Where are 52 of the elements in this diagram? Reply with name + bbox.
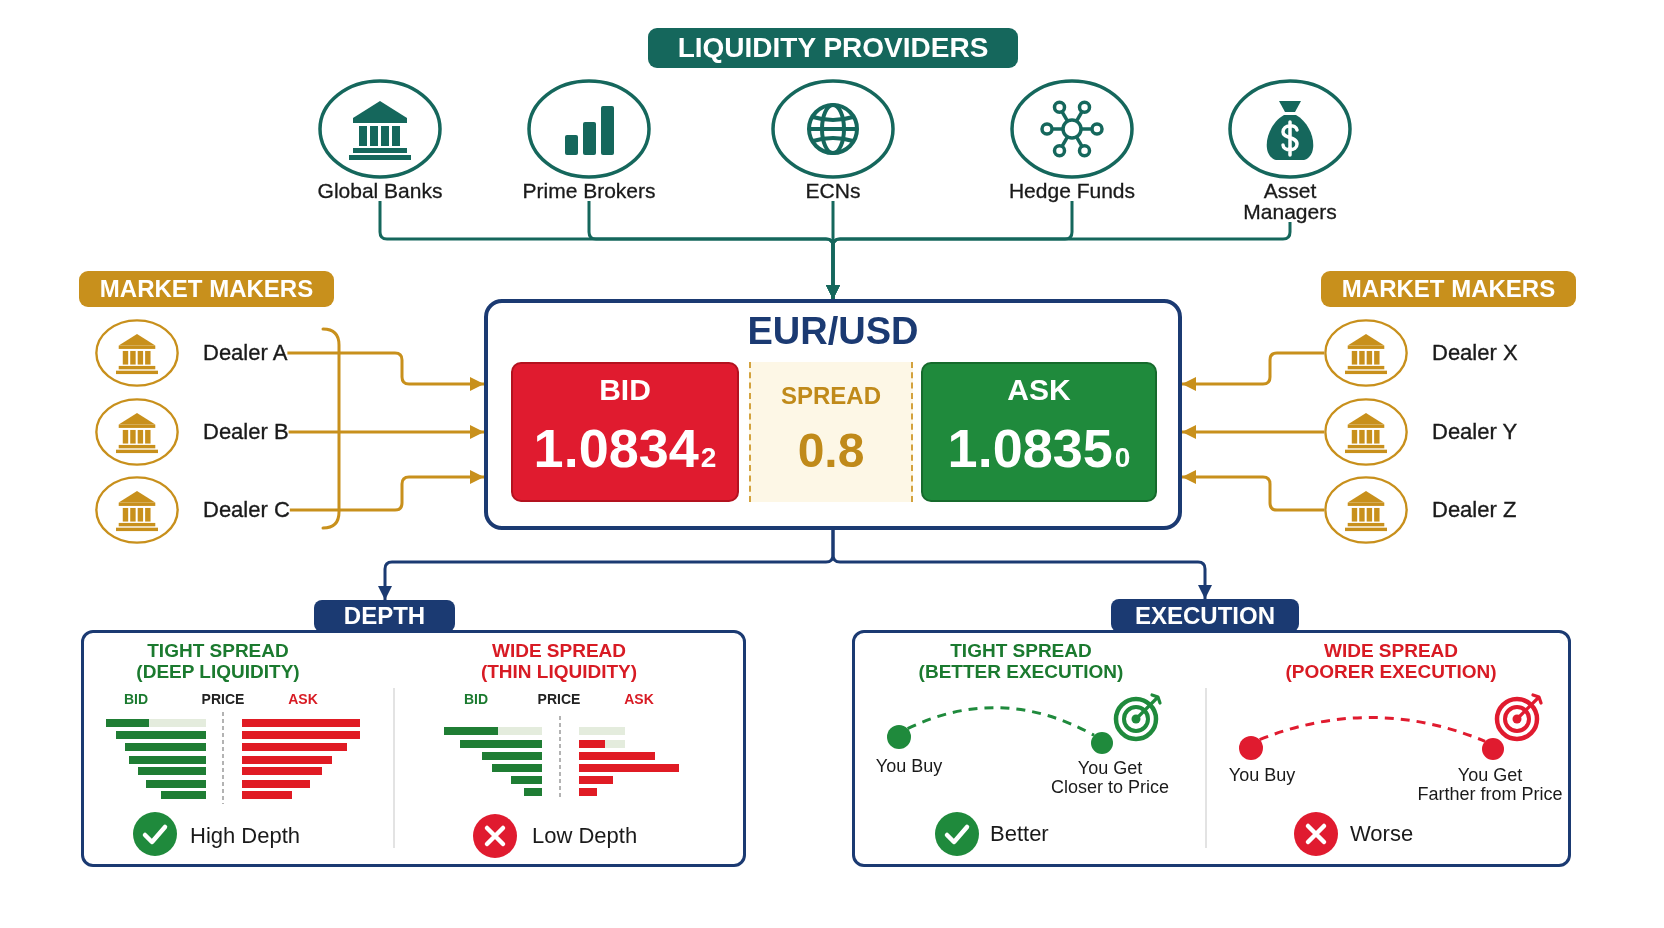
arrow [288,425,484,439]
section-heading: DEPTH [314,600,455,632]
dealer-label: Dealer X [1432,340,1518,366]
column-header: BID [123,690,149,708]
arrow [1182,425,1324,439]
dealer-label: Dealer A [203,340,288,366]
result-caption: Low Depth [532,823,638,849]
arrow [831,530,1212,599]
dealer-label: Dealer Z [1432,497,1517,523]
arrow [289,470,484,512]
point-caption: You Buy [1228,766,1296,785]
quote-label: BID [599,373,651,407]
point-caption: You Get Closer to Price [1051,759,1169,797]
section-banner: MARKET MAKERS [1321,271,1576,307]
panel-heading: WIDE SPREAD (POORER EXECUTION) [1285,640,1497,682]
arrow [1182,470,1324,512]
bid-quote-card [511,362,739,502]
result-caption: Better [990,821,1049,847]
column-header: PRICE [537,690,581,708]
panel-heading: WIDE SPREAD (THIN LIQUIDITY) [480,640,638,682]
column-header: ASK [624,690,654,708]
column-header: ASK [288,690,318,708]
quote-label: ASK [1007,373,1071,407]
panel-heading: TIGHT SPREAD (DEEP LIQUIDITY) [136,640,300,682]
dashed-curve [1259,716,1486,743]
quote-panel [484,299,1182,530]
provider-label: Asset Managers [1243,180,1337,222]
currency-pair-title: EUR/USD [747,311,919,351]
spread-label: SPREAD [781,382,881,410]
ask-quote-card [921,362,1157,502]
panel-heading: TIGHT SPREAD (BETTER EXECUTION) [918,640,1124,682]
dealer-label: Dealer Y [1432,419,1518,445]
result-caption: High Depth [190,823,301,849]
dealer-label: Dealer C [203,497,290,523]
arrow [287,351,484,391]
column-header: PRICE [201,690,245,708]
provider-label: Global Banks [317,180,443,201]
provider-label: ECNs [805,180,861,201]
spread-panel [749,362,913,502]
dashed-curve [907,706,1095,737]
section-heading: EXECUTION [1111,599,1299,632]
dealer-label: Dealer B [203,419,289,445]
result-caption: Worse [1350,821,1414,847]
point-caption: You Get Farther from Price [1417,766,1563,804]
section-banner: MARKET MAKERS [79,271,334,307]
provider-label: Prime Brokers [522,180,656,201]
column-header: BID [463,690,489,708]
spread-value: 0.8 [797,424,865,478]
point-caption: You Buy [875,757,943,776]
arrow [1182,351,1324,391]
section-banner: LIQUIDITY PROVIDERS [648,28,1018,68]
provider-label: Hedge Funds [1008,180,1136,201]
